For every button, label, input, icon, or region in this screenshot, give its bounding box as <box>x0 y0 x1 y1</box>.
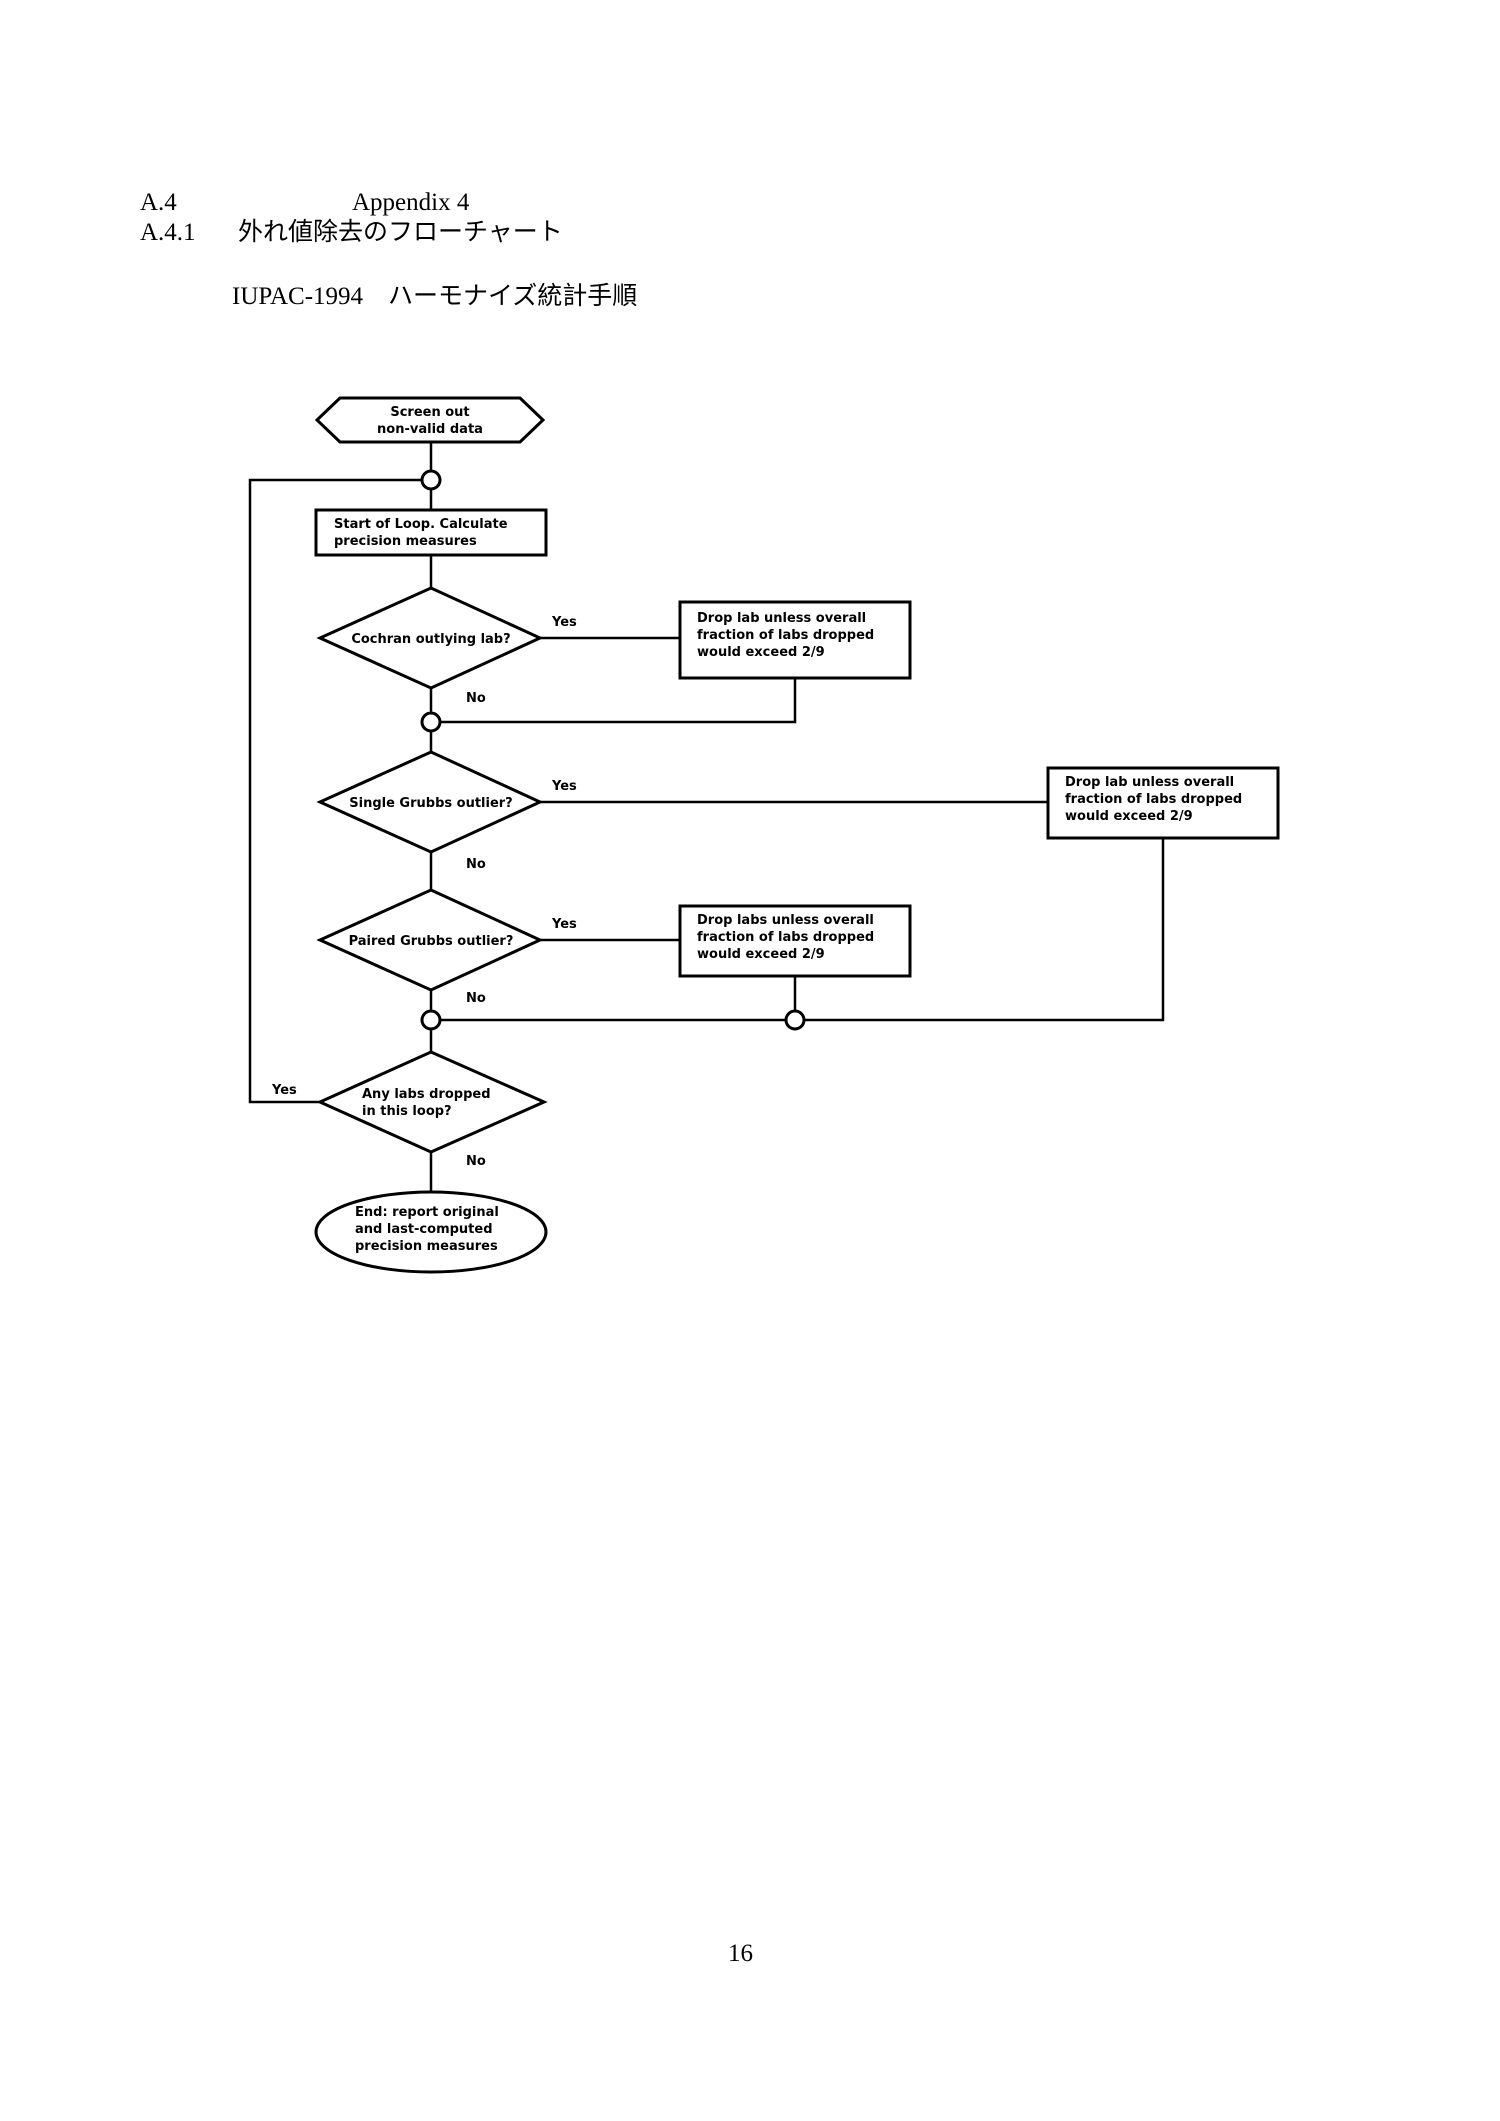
loop-start-line-2: precision measures <box>334 534 477 549</box>
paired-grubbs-no-label: No <box>466 991 486 1006</box>
any-labs-yes-label: Yes <box>271 1083 297 1098</box>
subsection-title: 外れ値除去のフローチャート <box>238 219 563 246</box>
subsection-number: A.4.1 <box>140 219 196 246</box>
cochran-decision-text: Cochran outlying lab? <box>351 632 510 647</box>
loop-start-box: Start of Loop. Calculate precision measu… <box>314 508 548 557</box>
cochran-no-label: No <box>466 691 486 706</box>
paired-grubbs-action-line-3: would exceed 2/9 <box>697 947 825 962</box>
single-grubbs-action-box: Drop lab unless overall fraction of labs… <box>1046 766 1280 840</box>
single-grubbs-action-line-2: fraction of labs dropped <box>1065 792 1242 807</box>
any-labs-dropped-line-1: Any labs dropped <box>362 1087 491 1102</box>
cochran-yes-label: Yes <box>551 615 577 630</box>
any-labs-dropped-line-2: in this loop? <box>362 1104 452 1119</box>
page-number: 16 <box>728 1940 753 1967</box>
loop-start-line-1: Start of Loop. Calculate <box>334 517 508 532</box>
end-node-line-3: precision measures <box>355 1239 498 1254</box>
paired-grubbs-action-line-2: fraction of labs dropped <box>697 930 874 945</box>
paired-grubbs-action-line-1: Drop labs unless overall <box>697 913 874 928</box>
cochran-action-line-3: would exceed 2/9 <box>697 645 825 660</box>
single-grubbs-yes-label: Yes <box>551 779 577 794</box>
single-grubbs-action-line-1: Drop lab unless overall <box>1065 775 1234 790</box>
single-grubbs-decision: Single Grubbs outlier? <box>316 750 544 854</box>
cochran-action-line-1: Drop lab unless overall <box>697 611 866 626</box>
drop-merge-junction <box>784 1009 806 1031</box>
loop-junction <box>420 469 442 491</box>
any-labs-no-label: No <box>466 1154 486 1169</box>
paired-grubbs-decision: Paired Grubbs outlier? <box>316 888 544 992</box>
start-node: Screen out non-valid data <box>314 396 546 444</box>
paired-grubbs-action-box: Drop labs unless overall fraction of lab… <box>678 904 912 978</box>
paired-grubbs-decision-text: Paired Grubbs outlier? <box>349 934 514 949</box>
any-labs-dropped-decision: Any labs dropped in this loop? <box>316 1050 548 1154</box>
cochran-merge-junction <box>420 711 442 733</box>
cochran-action-line-2: fraction of labs dropped <box>697 628 874 643</box>
grubbs-merge-junction <box>420 1009 442 1031</box>
cochran-action-box: Drop lab unless overall fraction of labs… <box>678 600 912 680</box>
flowchart-connectors <box>248 442 1165 1192</box>
section-number: A.4 <box>140 189 177 216</box>
single-grubbs-decision-text: Single Grubbs outlier? <box>349 796 512 811</box>
standard-reference-line: IUPAC-1994 ハーモナイズ統計手順 <box>232 283 638 310</box>
section-title: Appendix 4 <box>352 189 470 216</box>
end-node: End: report original and last-computed p… <box>314 1190 548 1274</box>
single-grubbs-action-line-3: would exceed 2/9 <box>1065 809 1193 824</box>
cochran-decision: Cochran outlying lab? <box>316 586 544 690</box>
end-node-line-1: End: report original <box>355 1205 499 1220</box>
paired-grubbs-yes-label: Yes <box>551 917 577 932</box>
start-node-line-2: non-valid data <box>377 422 483 437</box>
start-node-line-1: Screen out <box>390 405 469 420</box>
end-node-line-2: and last-computed <box>355 1222 493 1237</box>
single-grubbs-no-label: No <box>466 857 486 872</box>
